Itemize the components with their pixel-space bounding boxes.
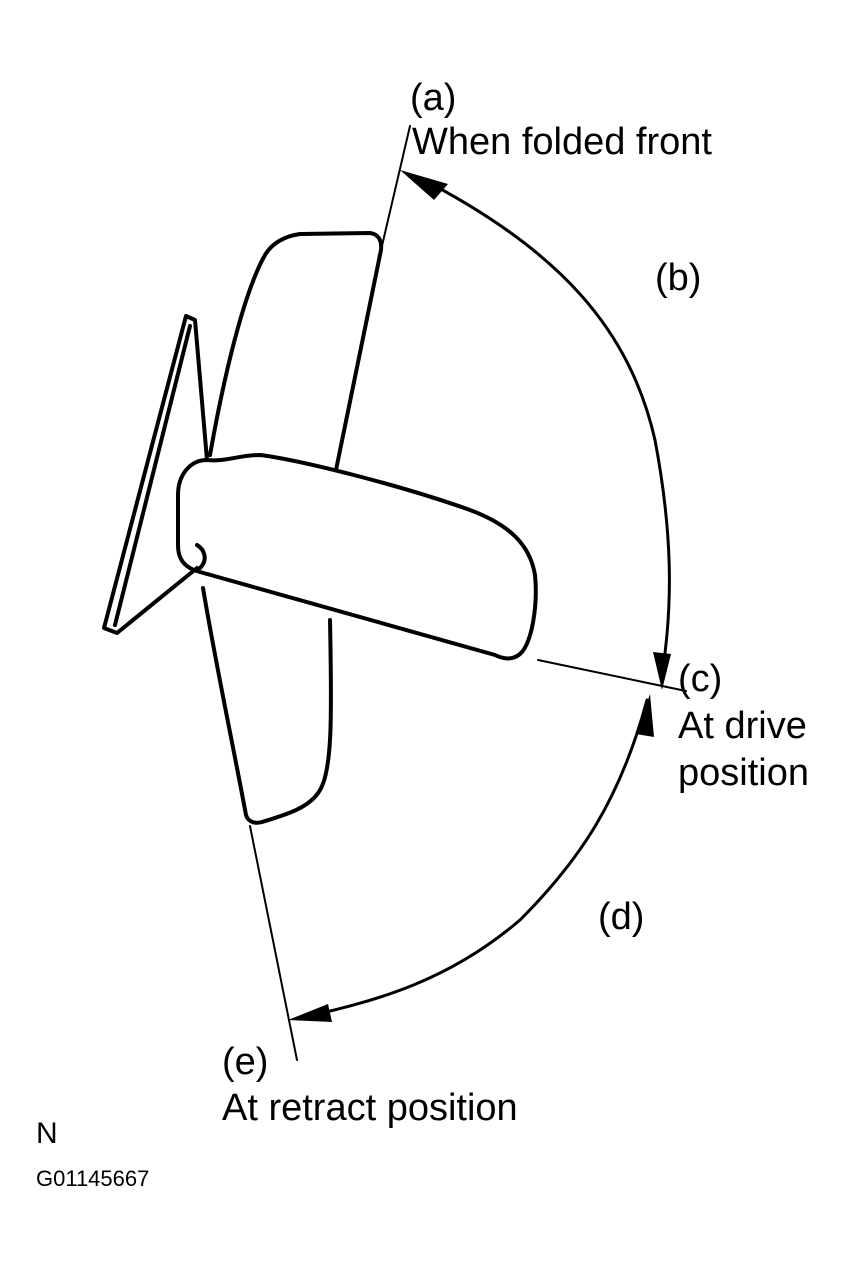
reference-line-folded xyxy=(380,125,411,251)
reference-line-retract xyxy=(249,825,298,1061)
arc-d-retract xyxy=(303,698,649,1019)
label-e-code: (e) xyxy=(222,1041,269,1083)
mirror-drive-housing xyxy=(176,453,538,661)
label-e-text: At retract position xyxy=(222,1087,518,1129)
mirror-folded-front-outline xyxy=(208,231,384,472)
footer-letter: N xyxy=(36,1117,58,1150)
label-c-line2: position xyxy=(678,752,809,794)
figure-id: G01145667 xyxy=(36,1166,150,1191)
mirror-retract-outline xyxy=(201,586,333,825)
label-a-code: (a) xyxy=(410,77,457,119)
arc-b-fold-front xyxy=(418,176,671,670)
arrowhead-retract xyxy=(288,1004,332,1022)
arrowhead-folded-front xyxy=(400,170,448,200)
mirror-housing-neck xyxy=(195,543,207,570)
mirror-base-mount xyxy=(102,314,209,635)
arrowhead-drive-down xyxy=(653,652,671,690)
label-d-code: (d) xyxy=(598,896,645,938)
arrowhead-drive-up xyxy=(636,694,654,737)
label-c-code: (c) xyxy=(678,658,723,700)
label-c-line1: At drive xyxy=(678,705,807,747)
label-b-code: (b) xyxy=(655,257,702,299)
label-a-text: When folded front xyxy=(412,121,712,163)
